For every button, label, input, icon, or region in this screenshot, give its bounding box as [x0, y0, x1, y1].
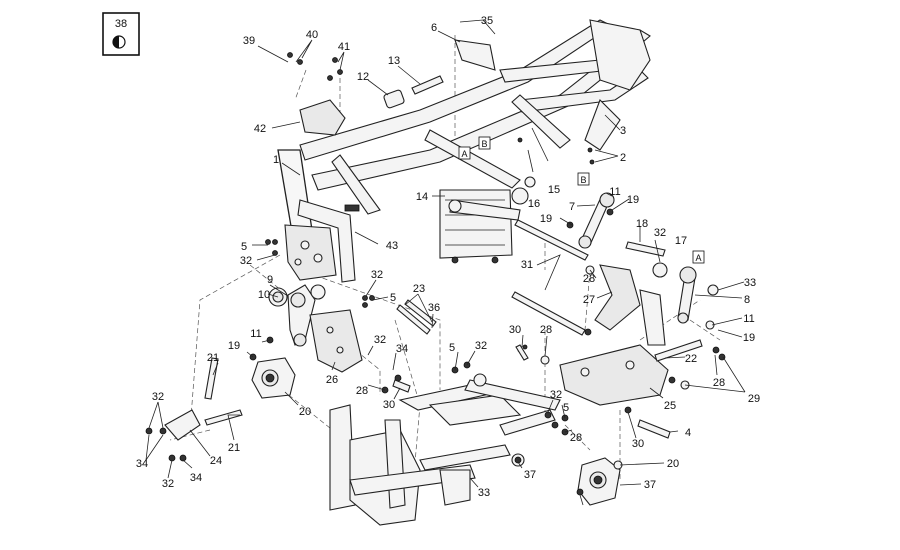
- callout-label: 33: [478, 487, 490, 499]
- callout-label: 28: [713, 377, 725, 389]
- svg-text:A: A: [695, 253, 701, 263]
- callout-label: 37: [524, 469, 536, 481]
- callout-label: 4: [685, 427, 691, 439]
- callout-label: 37: [644, 479, 656, 491]
- leader-lines: [145, 19, 746, 506]
- callout-label: 34: [396, 343, 408, 355]
- catalog-reference-box: 38: [102, 12, 140, 56]
- callout-label: 5: [241, 241, 247, 253]
- callout-label: 9: [267, 274, 273, 286]
- callout-label: 15: [548, 184, 560, 196]
- callout-label: 23: [413, 283, 425, 295]
- callout-label: 21: [228, 442, 240, 454]
- callout-label: 5: [390, 292, 396, 304]
- callout-label: 41: [338, 41, 350, 53]
- callout-label: 32: [654, 227, 666, 239]
- rear-link-assembly: [265, 192, 726, 506]
- callout-label: 43: [386, 240, 398, 252]
- callout-label: 32: [240, 255, 252, 267]
- callout-label: 12: [357, 71, 369, 83]
- half-moon-disc-icon: [112, 35, 126, 49]
- callout-label: 11: [743, 313, 754, 325]
- callout-label: 32: [371, 269, 383, 281]
- callout-label: 13: [388, 55, 400, 67]
- callout-label: 14: [416, 191, 428, 203]
- callout-label: 26: [326, 374, 338, 386]
- callout-label: 11: [250, 328, 261, 340]
- callout-label: 36: [428, 302, 440, 314]
- callout-label: 35: [481, 15, 493, 27]
- callout-label: 8: [744, 294, 750, 306]
- callout-label: 7: [569, 201, 575, 213]
- callout-label: 10: [258, 289, 270, 301]
- callout-label: 18: [636, 218, 648, 230]
- callout-label: 39: [243, 35, 255, 47]
- callout-label: 19: [627, 194, 639, 206]
- callout-label: 27: [583, 294, 595, 306]
- callout-label: 28: [570, 432, 582, 444]
- reference-marker-b: B: [577, 172, 590, 186]
- svg-text:A: A: [461, 149, 467, 159]
- svg-text:B: B: [481, 139, 487, 149]
- callout-label: 30: [632, 438, 644, 450]
- callout-label: 17: [675, 235, 687, 247]
- callout-label: 32: [374, 334, 386, 346]
- svg-text:B: B: [580, 175, 586, 185]
- main-frame: [277, 19, 651, 283]
- callout-label: 20: [667, 458, 679, 470]
- callout-label: 28: [540, 324, 552, 336]
- callout-label: 31: [521, 259, 533, 271]
- callout-label: 16: [528, 198, 540, 210]
- callout-label: 21: [207, 352, 219, 364]
- catalog-number: 38: [115, 18, 127, 30]
- reference-marker-a: A: [692, 250, 705, 264]
- callout-label: 25: [664, 400, 676, 412]
- callout-label: 1: [273, 154, 279, 166]
- reference-marker-a: A: [458, 146, 471, 160]
- callout-labels: 39 40 41 35 6 13 12 42 1 3 2 A B 16 15 1…: [136, 15, 760, 499]
- left-engine-mount: [145, 284, 363, 462]
- lower-cradle: [329, 361, 561, 526]
- callout-label: 34: [190, 472, 202, 484]
- callout-label: 40: [306, 29, 318, 41]
- callout-label: 24: [210, 455, 222, 467]
- callout-label: 32: [162, 478, 174, 490]
- callout-label: 11: [609, 186, 620, 198]
- callout-label: 33: [744, 277, 756, 289]
- callout-label: 42: [254, 123, 266, 135]
- callout-label: 20: [299, 406, 311, 418]
- callout-label: 2: [620, 152, 626, 164]
- callout-label: 29: [748, 393, 760, 405]
- callout-label: 30: [383, 399, 395, 411]
- callout-label: 5: [449, 342, 455, 354]
- reference-marker-b: B: [478, 136, 491, 150]
- callout-label: 5: [563, 402, 569, 414]
- callout-label: 32: [550, 389, 562, 401]
- callout-label: 30: [509, 324, 521, 336]
- callout-label: 32: [475, 340, 487, 352]
- callout-label: 28: [356, 385, 368, 397]
- callout-label: 19: [228, 340, 240, 352]
- callout-label: 34: [136, 458, 148, 470]
- callout-label: 3: [620, 125, 626, 137]
- callout-label: 19: [540, 213, 552, 225]
- callout-label: 6: [431, 22, 437, 34]
- callout-label: 28: [583, 273, 595, 285]
- callout-label: 19: [743, 332, 755, 344]
- callout-label: 32: [152, 391, 164, 403]
- callout-label: 22: [685, 353, 697, 365]
